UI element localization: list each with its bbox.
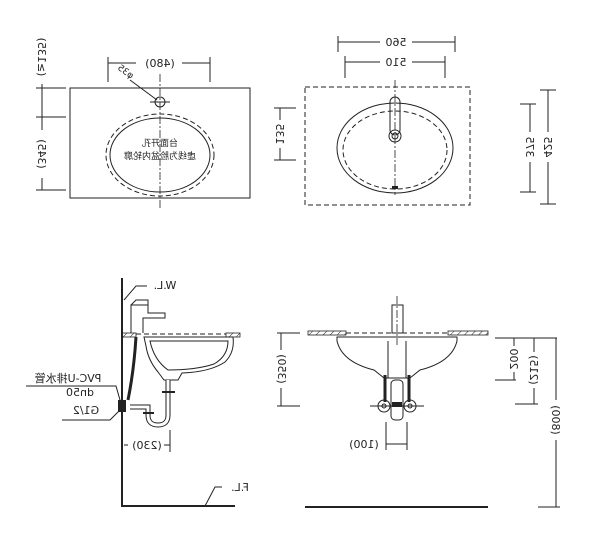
drain-pipe-label: PVC-U排水管 xyxy=(35,371,102,385)
countertop-cutout-plan: (480) φ35 (≥135) (345) 台面开孔 虚线为脸盆内轮廓 xyxy=(35,30,251,210)
dim-hole: φ35 xyxy=(115,63,135,81)
basin-flange-outline xyxy=(304,86,471,206)
basin-plan: 560 510 135 375 425 xyxy=(273,35,556,206)
side-view: W.L. F.L. PVC-U排水管 dn50 G1/2 (230) xyxy=(26,278,249,507)
dim-230: (230) xyxy=(132,439,162,452)
dim-345: (345) xyxy=(35,139,48,169)
note-line-1: 台面开孔 xyxy=(142,137,178,149)
front-view: (100) (350) 200 (215) (800) xyxy=(274,296,564,508)
dim-375: 375 xyxy=(523,137,536,158)
note-line-2: 虚线为脸盆内轮廓 xyxy=(124,150,196,162)
faucet-side xyxy=(130,304,166,333)
dim-480: (480) xyxy=(145,57,175,70)
dim-800: (800) xyxy=(549,405,562,435)
basin-side xyxy=(143,336,234,381)
dim-215: (215) xyxy=(527,355,540,385)
basin-bowl xyxy=(342,110,448,190)
wall-level-label: W.L. xyxy=(154,279,177,292)
dim-100: (100) xyxy=(349,438,379,451)
dim-135: 135 xyxy=(273,124,286,145)
drain-size-label: dn50 xyxy=(66,386,94,399)
dim-200: 200 xyxy=(507,349,520,370)
dim-425: 425 xyxy=(541,137,554,158)
dim-350: (350) xyxy=(275,354,288,384)
dim-560: 560 xyxy=(386,36,407,49)
basin-inner-outline xyxy=(105,113,215,197)
dim-510: 510 xyxy=(386,56,407,69)
dim-135-min: (≥135) xyxy=(35,38,48,77)
floor-level-label: F.L. xyxy=(231,481,249,494)
supply-size-label: G1/2 xyxy=(73,404,99,417)
overflow xyxy=(392,186,398,189)
cutout-outline xyxy=(109,117,211,193)
faucet-front xyxy=(391,304,404,334)
